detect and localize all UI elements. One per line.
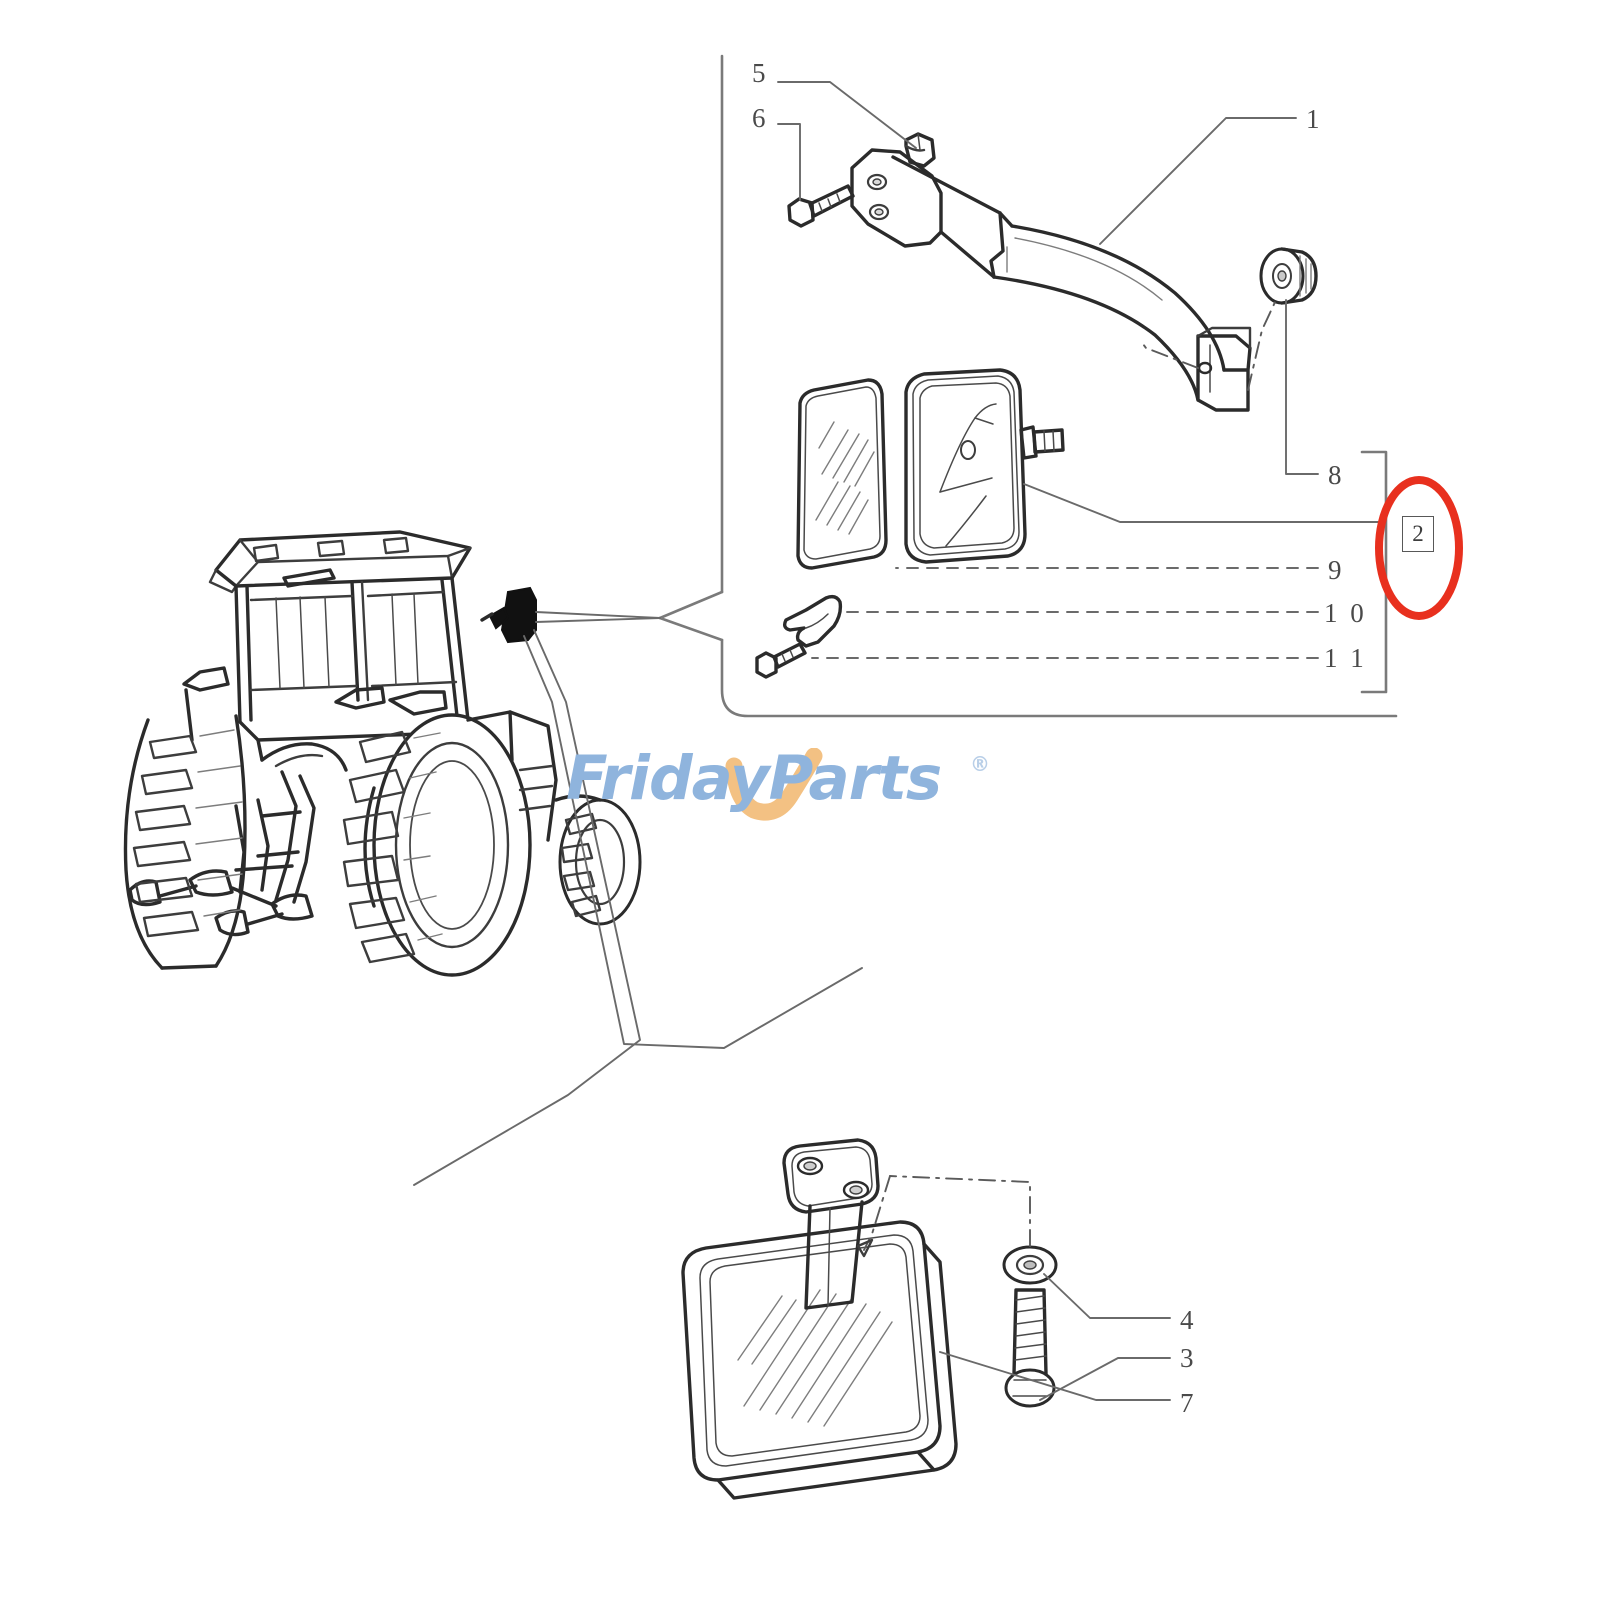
lower-leader-lines xyxy=(939,1273,1171,1401)
tractor-mirror-highlight xyxy=(480,586,537,644)
knob-part8 xyxy=(1139,247,1318,391)
group-bracket xyxy=(1360,450,1388,694)
lower-alignment-path xyxy=(856,1175,1031,1258)
callout-3: 3 xyxy=(1180,1343,1197,1373)
bolt-part6 xyxy=(787,184,855,228)
callout-7: 7 xyxy=(1180,1388,1197,1418)
mirror-housing xyxy=(904,368,1065,564)
screw-part11 xyxy=(755,642,807,679)
callout-11: 1 1 xyxy=(1324,643,1367,673)
connector-upper xyxy=(535,611,661,623)
nut-part5 xyxy=(904,132,936,168)
mirror-head-part7 xyxy=(681,1220,958,1500)
callout-8: 8 xyxy=(1328,460,1345,490)
mirror-arm xyxy=(850,148,1252,412)
bolt-part3 xyxy=(1004,1288,1056,1408)
callout-1: 1 xyxy=(1306,104,1323,134)
callout-9: 9 xyxy=(1328,555,1345,585)
mirror-mount-bracket xyxy=(782,1138,880,1310)
red-highlight-ellipse xyxy=(1375,476,1463,620)
tractor-rear-view xyxy=(123,530,642,977)
callout-5: 5 xyxy=(752,58,769,88)
mirror-glass-part9 xyxy=(796,378,888,570)
clip-part10 xyxy=(782,594,843,648)
callout-10: 1 0 xyxy=(1324,598,1367,628)
upper-panel-frame xyxy=(658,54,1398,718)
upper-leader-lines xyxy=(777,81,1381,659)
connector-lower xyxy=(413,629,863,1186)
callout-4: 4 xyxy=(1180,1305,1197,1335)
reference-box-2: 2 xyxy=(1402,516,1434,552)
callout-6: 6 xyxy=(752,103,769,133)
washer-part4 xyxy=(1002,1245,1058,1285)
